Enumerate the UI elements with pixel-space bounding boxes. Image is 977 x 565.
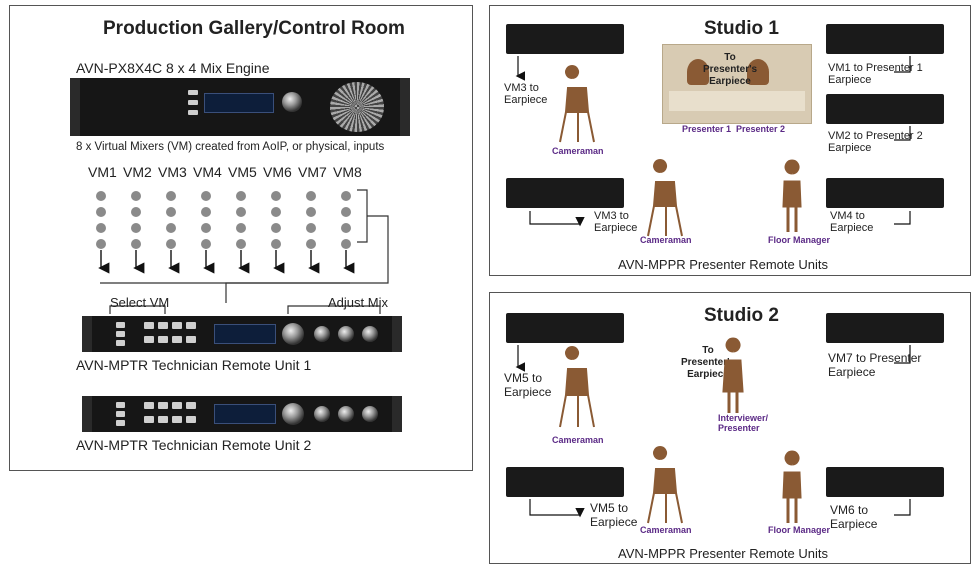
vm-input-dot (131, 239, 141, 249)
mix-engine-unit (70, 78, 410, 136)
presenter-remote-unit (506, 467, 624, 497)
vm-input-dot (131, 207, 141, 217)
vm-input-dot (306, 223, 316, 233)
vm-label: VM5 (228, 164, 257, 180)
presenter-remote-unit (506, 178, 624, 208)
presenter2-label: Presenter 2 (736, 124, 786, 134)
engine-caption: 8 x Virtual Mixers (VM) created from AoI… (76, 141, 385, 153)
interviewer-figure (722, 337, 744, 413)
vm-input-dot (271, 239, 281, 249)
presenter-earpiece-label: To Presenter's Earpiece (702, 52, 758, 87)
presenter-remote-unit (826, 313, 944, 343)
vm-input-dot (271, 207, 281, 217)
floor-manager-label: Floor Manager (768, 525, 831, 535)
studio2-panel: Studio 2 To Presenter's Earpiece VM5 to … (489, 292, 971, 564)
vm-label: VM3 (158, 164, 187, 180)
control-room-title: Production Gallery/Control Room (103, 18, 405, 39)
vm-input-dot (341, 239, 351, 249)
control-room-panel: Production Gallery/Control Room AVN-PX8X… (9, 5, 473, 471)
technician-remote-unit-2 (82, 396, 402, 432)
vm-input-dot (166, 223, 176, 233)
vm-input-dot (96, 207, 106, 217)
vm-channel-grid (96, 189, 389, 314)
vm7-earpiece-label: VM7 to Presenter Earpiece (828, 351, 922, 379)
unit2-label: AVN-MPTR Technician Remote Unit 2 (76, 437, 312, 453)
presenter1-label: Presenter 1 (682, 124, 732, 134)
studio2-title: Studio 2 (704, 305, 779, 326)
vm3-earpiece-label: VM3 to Earpiece (594, 210, 638, 234)
vm-label: VM4 (193, 164, 222, 180)
presenter-remote-unit (506, 313, 624, 343)
studio1-arrows (515, 56, 911, 227)
studio1-title: Studio 1 (704, 18, 779, 39)
presenter-earpiece-label: To Presenter's Earpiece (680, 345, 736, 380)
vm4-earpiece-label: VM4 to Earpiece (830, 210, 874, 234)
presenter-remote-unit (506, 24, 624, 54)
vm-label: VM8 (333, 164, 362, 180)
studio1-panel: Studio 1 To Presenter's Earpiece Present… (489, 5, 971, 276)
vm6-earpiece-label: VM6 to Earpiece (830, 503, 878, 531)
vm-input-dot (201, 223, 211, 233)
cameraman-label: Cameraman (640, 525, 692, 535)
vm-input-dot (271, 191, 281, 201)
vm-input-dot (166, 239, 176, 249)
vm-input-dot (96, 239, 106, 249)
adjust-mix-label: Adjust Mix (328, 295, 388, 310)
vm-input-dot (131, 191, 141, 201)
interviewer-label: Interviewer/ Presenter (718, 413, 769, 433)
presenter-remote-unit (826, 24, 944, 54)
vm-input-dot (236, 191, 246, 201)
technician-remote-unit-1 (82, 316, 402, 352)
vm-input-dot (96, 223, 106, 233)
vm-label: VM2 (123, 164, 152, 180)
cameraman-label: Cameraman (552, 146, 604, 156)
cameraman-figure (646, 159, 683, 237)
vm-label: VM7 (298, 164, 327, 180)
cameraman-label: Cameraman (640, 235, 692, 245)
vm-input-dot (236, 207, 246, 217)
cameraman-figure (646, 446, 683, 524)
vm-input-dot (271, 223, 281, 233)
vm-input-dot (306, 207, 316, 217)
vm-label: VM6 (263, 164, 292, 180)
vm-input-dot (306, 239, 316, 249)
studio2-footer: AVN-MPPR Presenter Remote Units (618, 546, 828, 561)
vm-input-dot (201, 207, 211, 217)
vm-input-dot (236, 239, 246, 249)
vm5-earpiece-label: VM5 to Earpiece (590, 501, 638, 529)
presenter-remote-unit (826, 94, 944, 124)
fan-icon (330, 82, 384, 132)
vm-input-dot (166, 207, 176, 217)
cameraman-figure (558, 346, 595, 428)
vm-input-dot (341, 223, 351, 233)
vm2-earpiece-label: VM2 to Presenter 2 Earpiece (828, 130, 923, 154)
unit1-label: AVN-MPTR Technician Remote Unit 1 (76, 357, 312, 373)
vm-input-dot (341, 207, 351, 217)
select-vm-label: Select VM (110, 295, 170, 310)
floor-manager-label: Floor Manager (768, 235, 831, 245)
presenter-remote-unit (826, 467, 944, 497)
cameraman-label: Cameraman (552, 435, 604, 445)
vm-input-dot (201, 239, 211, 249)
floor-manager-figure (782, 159, 802, 232)
vm3-earpiece-label: VM3 to Earpiece (504, 82, 548, 106)
vm-input-dot (166, 191, 176, 201)
vm-label: VM1 (88, 164, 117, 180)
vm5-earpiece-label: VM5 to Earpiece (504, 371, 552, 399)
floor-manager-figure (782, 450, 802, 523)
presenter-desk-image (662, 44, 812, 124)
presenter-remote-unit (826, 178, 944, 208)
vm-input-dot (341, 191, 351, 201)
vm1-earpiece-label: VM1 to Presenter 1 Earpiece (828, 62, 923, 86)
studio1-footer: AVN-MPPR Presenter Remote Units (618, 257, 828, 272)
studio2-arrows (515, 345, 911, 518)
vm-input-dot (236, 223, 246, 233)
engine-label: AVN-PX8X4C 8 x 4 Mix Engine (76, 60, 270, 76)
cameraman-figure (558, 65, 595, 143)
vm-input-dot (131, 223, 141, 233)
vm-input-dot (96, 191, 106, 201)
vm-input-dot (306, 191, 316, 201)
vm-input-dot (201, 191, 211, 201)
